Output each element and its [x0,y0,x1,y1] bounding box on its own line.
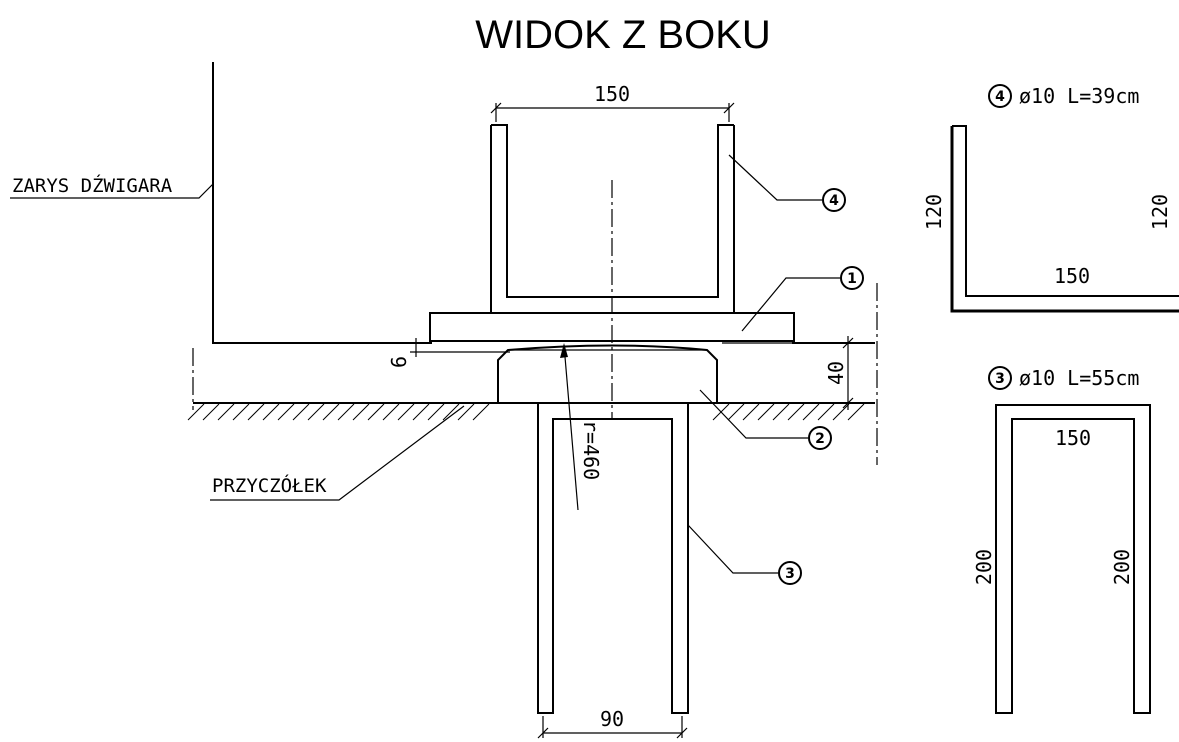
svg-text:150: 150 [594,82,630,106]
dim-bottom-width: 90 [537,707,688,739]
stirrup-3 [537,403,689,714]
hatch-line [337,403,355,421]
dim-gap: 6 [387,338,510,368]
radius-indicator: r=460 [560,343,603,511]
girder-label-group: ZARYS DŹWIGARA [10,174,214,199]
callout-4: 4 [728,154,846,212]
hatch-line [847,403,865,421]
girder-outline [212,62,875,344]
svg-text:200: 200 [972,549,996,585]
hatch-line [217,403,235,421]
svg-text:150: 150 [1054,264,1090,288]
svg-text:6: 6 [387,356,411,368]
svg-text:3: 3 [785,566,795,582]
svg-text:200: 200 [1110,549,1134,585]
abutment-label: PRZYCZÓŁEK [212,473,327,497]
hatch-line [757,403,775,421]
dim-top-width: 150 [490,82,735,122]
hatch-line [322,403,340,421]
detail-bar-3: 3 ø10 L=55cm 150 200 200 [972,366,1151,714]
hatch-line [382,403,400,421]
abutment-label-group: PRZYCZÓŁEK [210,405,465,501]
svg-text:150: 150 [1055,426,1091,450]
svg-text:1: 1 [847,271,857,287]
hatch-line [277,403,295,421]
abutment-surface [187,402,875,421]
callout-1: 1 [741,266,864,332]
svg-text:ø10 L=39cm: ø10 L=39cm [1019,84,1139,108]
hatch-line [292,403,310,421]
svg-text:40: 40 [824,361,848,385]
hatch-line [187,403,205,421]
callout-3: 3 [687,524,802,585]
hatch-line [232,403,250,421]
svg-text:4: 4 [995,89,1005,105]
detail-bar-4: 4 ø10 L=39cm 120 120 150 [922,84,1179,313]
hatch-line [742,403,760,421]
hatch-line [367,403,385,421]
hatch-line [202,403,220,421]
svg-text:120: 120 [1148,194,1172,230]
hatch-line [412,403,430,421]
hatch-line [832,403,850,421]
svg-text:r=460: r=460 [579,420,603,480]
callout-2: 2 [699,389,832,450]
svg-text:4: 4 [829,193,839,209]
girder-outline-label: ZARYS DŹWIGARA [12,174,173,197]
hatch-line [262,403,280,421]
hatch-line [307,403,325,421]
hatch-line [817,403,835,421]
bearing-block [497,344,718,404]
stirrup-4 [490,124,735,313]
svg-text:2: 2 [815,431,825,447]
hatch-line [472,403,490,421]
hatch-line [457,403,475,421]
drawing-title: WIDOK Z BOKU [475,13,771,57]
svg-text:120: 120 [922,194,946,230]
hatch-line [352,403,370,421]
svg-text:ø10 L=55cm: ø10 L=55cm [1019,366,1139,390]
svg-text:3: 3 [995,371,1005,387]
hatch-line [427,403,445,421]
hatch-line [787,403,805,421]
svg-text:90: 90 [600,707,624,731]
hatch-line [727,403,745,421]
hatch-line [802,403,820,421]
hatch-line [247,403,265,421]
hatch-line [442,403,460,421]
hatch-line [397,403,415,421]
dim-bearing-height: 40 [722,336,855,410]
hatch-line [772,403,790,421]
